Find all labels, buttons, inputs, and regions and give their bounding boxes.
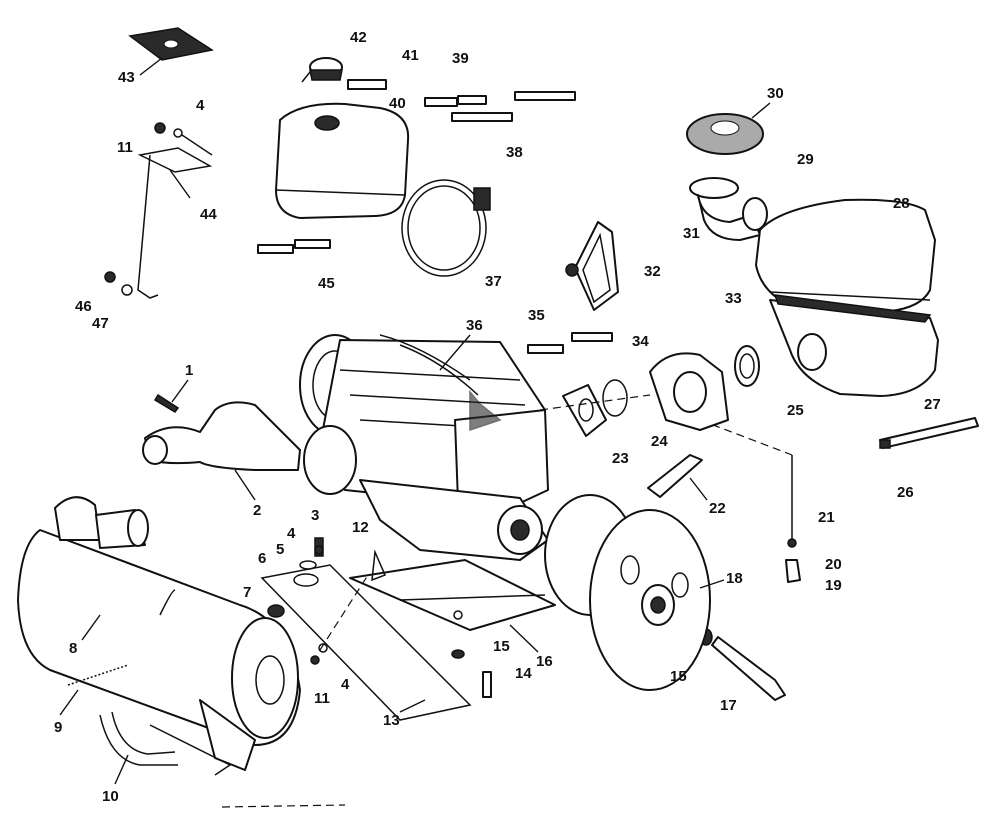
fuel-tank-40 [275,57,410,219]
callout-8: 8 [69,640,77,657]
callout-47: 47 [92,315,109,332]
callout-4b: 4 [196,97,205,114]
throttle-rod [699,419,801,583]
insulator-22 [647,454,703,498]
callout-3: 3 [311,507,319,524]
tank-bracket-44 [104,122,213,299]
rod-26 [879,417,979,449]
air-silencer [755,198,939,397]
fuel-lines [257,79,613,354]
callout-30: 30 [767,85,784,102]
flange-32 [565,221,619,311]
callout-28: 28 [893,195,910,212]
callout-27: 27 [924,396,941,413]
callout-35: 35 [528,307,545,324]
callout-15b: 15 [670,668,687,685]
callout-42: 42 [350,29,367,46]
callout-7: 7 [243,584,251,601]
callout-10: 10 [102,788,119,805]
air-intake [686,113,768,241]
callout-20: 20 [825,556,842,573]
callout-32: 32 [644,263,661,280]
drive-pulley-18 [544,494,711,691]
exhaust-manifold-2 [142,393,301,471]
callout-29: 29 [797,151,814,168]
muffler-8 [17,496,301,771]
callout-22: 22 [709,500,726,517]
callout-39: 39 [452,50,469,67]
callout-36: 36 [466,317,483,334]
callout-34: 34 [632,333,649,350]
callout-37: 37 [485,273,502,290]
callout-21: 21 [818,509,835,526]
callout-1: 1 [185,362,193,379]
small-hardware [267,537,386,665]
muffler-bracket-10 [99,711,232,776]
engine-36 [299,334,549,561]
callout-46: 46 [75,298,92,315]
callout-40: 40 [389,95,406,112]
callout-16: 16 [536,653,553,670]
guide-line [221,804,346,808]
callout-15a: 15 [493,638,510,655]
spring-9 [67,664,129,686]
callout-18: 18 [726,570,743,587]
mount-plates [260,559,556,721]
callout-19: 19 [825,577,842,594]
callout-24: 24 [651,433,668,450]
callout-4c: 4 [341,676,350,693]
callout-23: 23 [612,450,629,467]
callout-26: 26 [897,484,914,501]
callout-31: 31 [683,225,700,242]
callout-6: 6 [258,550,266,567]
callout-11b: 11 [314,690,330,707]
plate-43 [128,27,214,76]
callout-44: 44 [200,206,217,223]
callout-14: 14 [515,665,532,682]
callout-25: 25 [787,402,804,419]
tank-strap-37 [401,179,491,277]
callout-41: 41 [402,47,419,64]
callout-9: 9 [54,719,62,736]
callout-2: 2 [253,502,261,519]
callout-13: 13 [383,712,400,729]
callout-11a: 11 [117,139,133,156]
carburetor-assembly [539,345,760,437]
callout-12: 12 [352,519,369,536]
callout-45: 45 [318,275,335,292]
callout-38: 38 [506,144,523,161]
callout-43: 43 [118,69,135,86]
callout-33: 33 [725,290,742,307]
callout-4a: 4 [287,525,296,542]
callout-5: 5 [276,541,284,558]
callout-17: 17 [720,697,737,714]
